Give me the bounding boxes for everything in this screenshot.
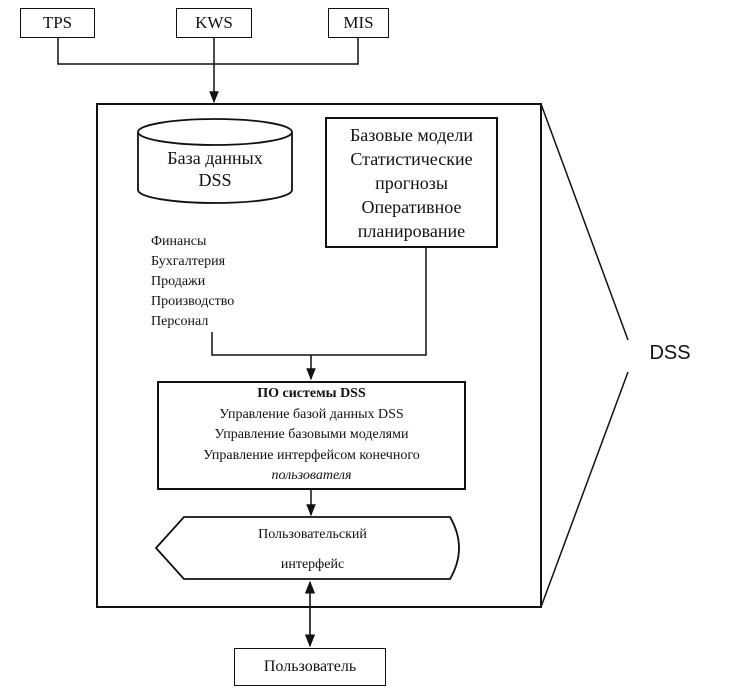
software-item: Управление базой данных DSS — [219, 406, 404, 422]
user-interface-label: Пользовательский интерфейс — [200, 520, 425, 580]
source-tps-label: TPS — [42, 13, 73, 32]
user-label: Пользователь — [263, 658, 357, 675]
database-label: База данных DSS — [138, 147, 292, 191]
source-kws-label: KWS — [195, 13, 233, 32]
subject-area-item: Бухгалтерия — [151, 254, 226, 269]
subject-area-item: Финансы — [151, 234, 207, 249]
models-line: Статистические — [350, 148, 473, 169]
user-interface-shape — [154, 516, 460, 580]
dss-bracket — [540, 103, 629, 608]
user-box: Пользователь — [234, 648, 386, 686]
subject-area-item: Производство — [151, 294, 235, 309]
software-box: ПО системы DSS Управление базой данных D… — [157, 381, 466, 490]
subject-areas-list: Финансы Бухгалтерия Продажи Производство… — [151, 232, 234, 332]
subject-area-item: Персонал — [151, 314, 209, 329]
models-line: прогнозы — [375, 172, 448, 193]
database-label-line2: DSS — [198, 170, 232, 190]
sources-merge-connector — [57, 38, 359, 65]
data-models-connector — [211, 248, 427, 356]
user-interface-line1: Пользовательский — [258, 527, 367, 542]
models-line: Оперативное — [361, 196, 462, 217]
subject-area-item: Продажи — [151, 274, 206, 289]
models-line: Базовые модели — [349, 124, 474, 145]
user-interface-line2: интерфейс — [280, 557, 345, 572]
database-label-line1: База данных — [167, 148, 263, 168]
source-mis-box: MIS — [328, 8, 389, 38]
source-kws-box: KWS — [176, 8, 252, 38]
software-title: ПО системы DSS — [257, 386, 366, 402]
software-item: Управление интерфейсом конечного — [203, 447, 420, 463]
software-item: Управление базовыми моделями — [214, 427, 409, 443]
software-item-last: пользователя — [271, 468, 352, 484]
source-mis-label: MIS — [343, 13, 374, 32]
dss-system-label: DSS — [649, 342, 691, 364]
source-tps-box: TPS — [20, 8, 95, 38]
models-box: Базовые модели Статистические прогнозы О… — [325, 117, 498, 248]
dss-system-boundary — [96, 103, 542, 608]
models-line: планирование — [357, 220, 466, 241]
database-cylinder-icon — [137, 118, 293, 204]
